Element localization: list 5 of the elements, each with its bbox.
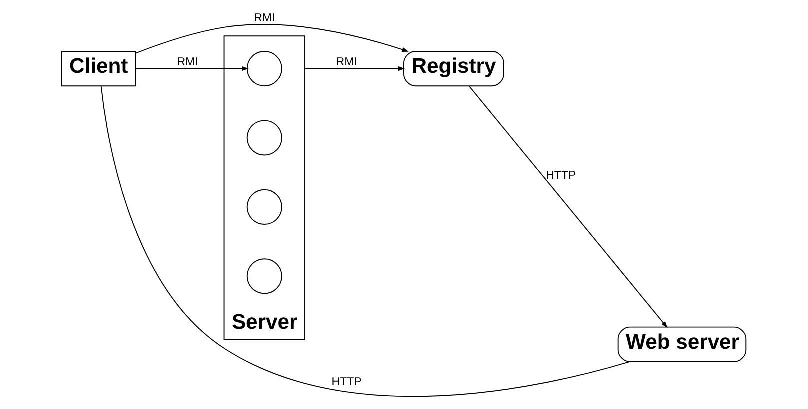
edge-label: RMI (254, 12, 276, 24)
edge-label: HTTP (332, 376, 362, 389)
edge-label: HTTP (546, 170, 576, 182)
edge-label: RMI (336, 56, 358, 69)
edge-label: RMI (177, 56, 198, 69)
